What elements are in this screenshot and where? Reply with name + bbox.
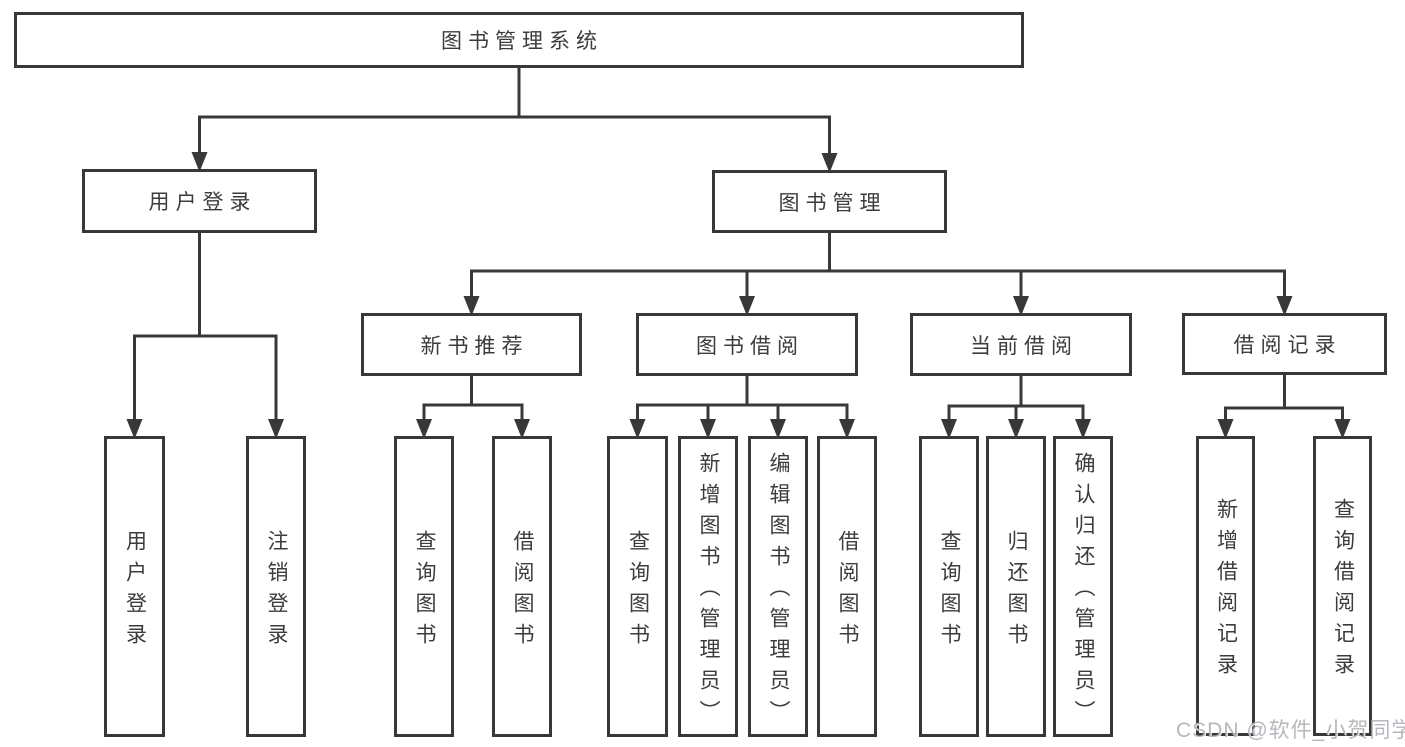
node-label-leaf-user-login: 用户登录 xyxy=(123,529,147,654)
node-label-leaf-bb-add: 新增图书（管理员） xyxy=(697,452,720,731)
node-label-leaf-bb-borrow: 借阅图书 xyxy=(836,529,859,654)
node-label-user-login: 用户登录 xyxy=(148,191,257,214)
node-leaf-bb-query: 查询图书 xyxy=(607,436,668,737)
node-label-leaf-cb-query: 查询图书 xyxy=(938,529,961,654)
node-leaf-nbr-query: 查询图书 xyxy=(394,436,454,737)
node-leaf-cb-confirm: 确认归还（管理员） xyxy=(1053,436,1113,737)
node-leaf-bb-edit: 编辑图书（管理员） xyxy=(748,436,808,737)
node-label-book-mgmt: 图书管理 xyxy=(778,191,887,215)
node-label-leaf-bb-query: 查询图书 xyxy=(626,529,650,654)
node-new-book-rec: 新书推荐 xyxy=(361,313,582,376)
node-label-borrow-records: 借阅记录 xyxy=(1233,334,1342,357)
node-label-leaf-nbr-borrow: 借阅图书 xyxy=(511,529,534,654)
node-label-leaf-logout: 注销登录 xyxy=(265,529,288,654)
node-leaf-cb-query: 查询图书 xyxy=(919,436,979,737)
node-leaf-user-login: 用户登录 xyxy=(104,436,165,737)
node-leaf-br-add: 新增借阅记录 xyxy=(1196,436,1255,736)
node-label-leaf-cb-return: 归还图书 xyxy=(1005,529,1028,654)
node-label-leaf-br-query: 查询借阅记录 xyxy=(1331,498,1355,684)
node-label-leaf-bb-edit: 编辑图书（管理员） xyxy=(767,452,790,731)
node-leaf-logout: 注销登录 xyxy=(246,436,306,737)
node-label-book-borrow: 图书借阅 xyxy=(696,334,804,358)
node-label-leaf-cb-confirm: 确认归还（管理员） xyxy=(1072,452,1095,731)
node-borrow-records: 借阅记录 xyxy=(1182,313,1387,375)
node-library-system: 图书管理系统 xyxy=(14,12,1024,68)
node-leaf-nbr-borrow: 借阅图书 xyxy=(492,436,552,737)
node-leaf-bb-borrow: 借阅图书 xyxy=(817,436,877,737)
node-label-new-book-rec: 新书推荐 xyxy=(420,334,529,358)
watermark: CSDN @软件_小贺同学 xyxy=(1176,719,1405,742)
node-label-current-borrow: 当前借阅 xyxy=(970,334,1078,358)
node-leaf-br-query: 查询借阅记录 xyxy=(1313,436,1372,736)
node-current-borrow: 当前借阅 xyxy=(910,313,1132,376)
node-leaf-cb-return: 归还图书 xyxy=(986,436,1046,737)
node-label-leaf-br-add: 新增借阅记录 xyxy=(1214,498,1238,684)
node-leaf-bb-add: 新增图书（管理员） xyxy=(678,436,738,737)
node-label-leaf-nbr-query: 查询图书 xyxy=(413,529,436,654)
node-book-borrow: 图书借阅 xyxy=(636,313,858,376)
node-label-library-system: 图书管理系统 xyxy=(441,30,603,53)
node-user-login: 用户登录 xyxy=(82,169,317,233)
node-book-mgmt: 图书管理 xyxy=(712,170,947,233)
